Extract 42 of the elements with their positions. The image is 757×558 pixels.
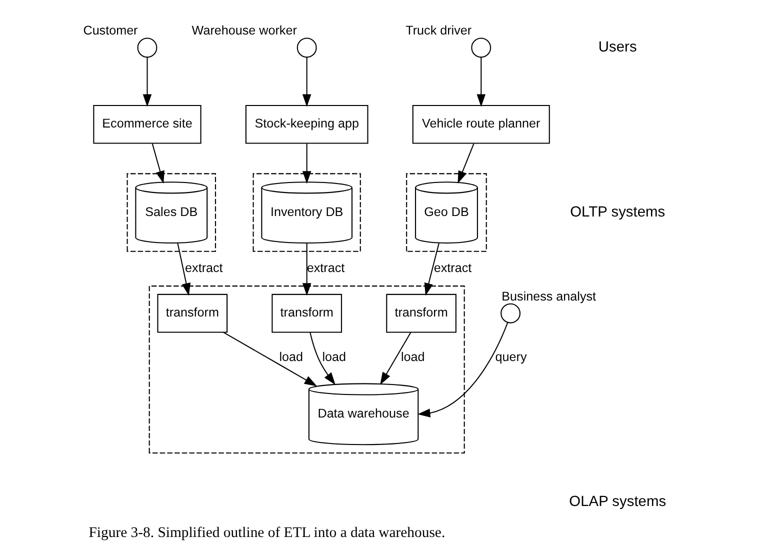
edge-label: load bbox=[279, 350, 303, 364]
node-person bbox=[471, 38, 492, 58]
arrow bbox=[152, 144, 164, 184]
node-label: Truck driver bbox=[406, 24, 472, 38]
node-person bbox=[137, 38, 158, 58]
cluster bbox=[252, 173, 361, 252]
cluster bbox=[148, 286, 465, 454]
arrow bbox=[424, 243, 440, 296]
caption: Figure 3-8. Simplified outline of ETL into a data warehouse. bbox=[88, 525, 446, 542]
edge-label: extract bbox=[434, 260, 472, 275]
edge-label: load bbox=[322, 350, 346, 364]
cluster bbox=[406, 173, 487, 252]
arrow bbox=[476, 57, 486, 107]
node-box: transform bbox=[272, 294, 342, 333]
node-box: Ecommerce site bbox=[93, 104, 202, 144]
arrow bbox=[142, 57, 152, 107]
edge-label: extract bbox=[185, 260, 223, 275]
node-box: transform bbox=[386, 294, 456, 333]
arrow bbox=[302, 243, 312, 296]
node-box: Stock-keeping app bbox=[245, 104, 368, 144]
node-box: transform bbox=[157, 294, 228, 333]
node-person bbox=[296, 38, 317, 58]
arrow bbox=[223, 332, 318, 386]
arrow bbox=[177, 243, 191, 296]
node-label: Business analyst bbox=[502, 289, 596, 304]
node-person bbox=[500, 303, 520, 324]
arrow bbox=[302, 144, 312, 184]
edge-label: extract bbox=[306, 260, 345, 275]
label: Users bbox=[598, 40, 637, 56]
cluster bbox=[126, 173, 216, 252]
node-box: Vehicle route planner bbox=[412, 104, 550, 144]
label: OLAP systems bbox=[569, 494, 666, 510]
edge-label: query bbox=[495, 350, 527, 364]
label: OLTP systems bbox=[570, 204, 666, 220]
node-label: Warehouse worker bbox=[192, 24, 297, 38]
edge-label: load bbox=[400, 350, 425, 364]
arrow bbox=[458, 143, 474, 184]
arrow bbox=[418, 322, 508, 418]
arrow bbox=[380, 332, 412, 385]
node-label: Customer bbox=[83, 24, 138, 38]
arrow bbox=[302, 57, 312, 107]
arrow bbox=[310, 332, 336, 385]
